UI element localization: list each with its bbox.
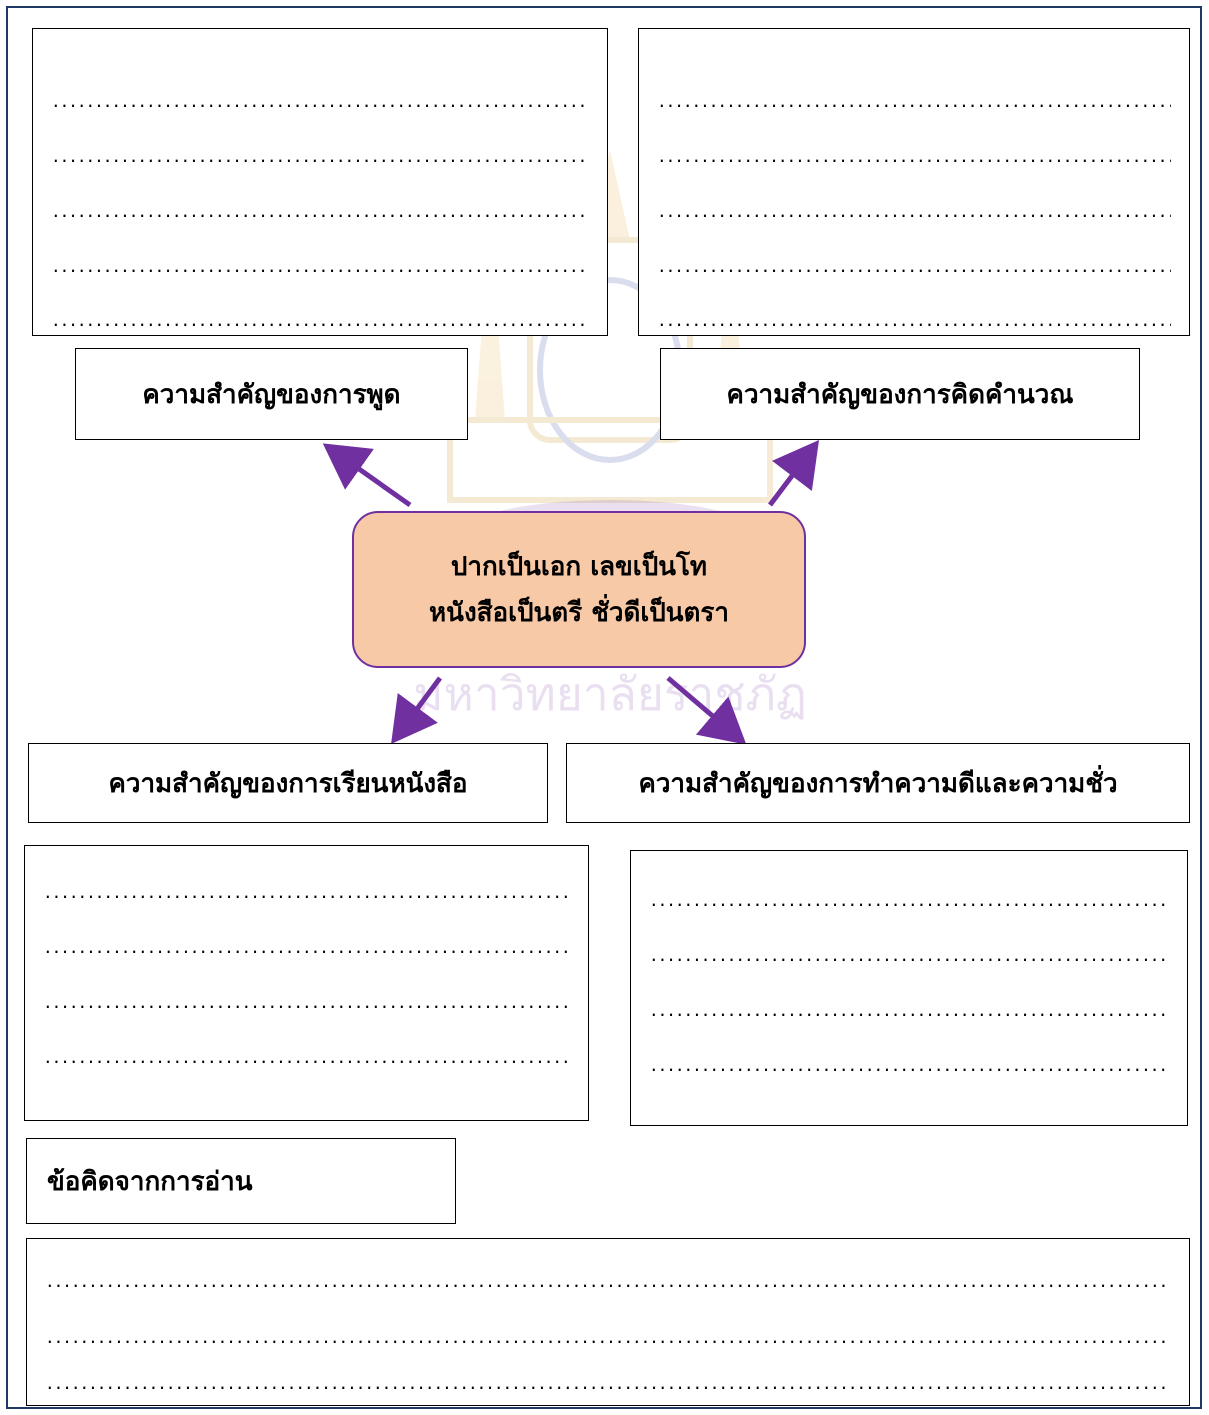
dotted-line[interactable]: ........................................… [43,1048,570,1067]
dotted-line[interactable]: ........................................… [43,938,570,957]
dotted-line[interactable]: ........................................… [51,92,589,111]
label-good-evil: ความสำคัญของการทำความดีและความชั่ว [566,743,1190,823]
arrow-to-good-evil [666,676,747,745]
dotted-line[interactable]: ........................................… [657,92,1171,111]
page-frame [6,6,1202,1409]
dotted-line[interactable]: ........................................… [43,993,570,1012]
proverb-line-1: ปากเป็นเอก เลขเป็นโท [450,551,708,582]
dotted-line[interactable]: ........................................… [45,1374,1171,1393]
dotted-line[interactable]: ........................................… [51,202,589,221]
arrow-to-speaking [322,443,412,508]
arrow-to-calculating [768,440,820,507]
label-reflection: ข้อคิดจากการอ่าน [26,1138,456,1224]
answer-box-studying[interactable]: ........................................… [24,845,589,1121]
answer-box-calculating[interactable]: ........................................… [638,28,1190,336]
dotted-line[interactable]: ........................................… [51,147,589,166]
proverb-center-box: ปากเป็นเอก เลขเป็นโท หนังสือเป็นตรี ชั่ว… [352,511,806,668]
dotted-line[interactable]: ........................................… [649,1056,1169,1075]
dotted-line[interactable]: ........................................… [649,891,1169,910]
label-calculating: ความสำคัญของการคิดคำนวณ [660,348,1140,440]
dotted-line[interactable]: ........................................… [51,257,589,276]
label-speaking: ความสำคัญของการพูด [75,348,468,440]
arrow-to-studying [391,676,443,745]
proverb-line-2: หนังสือเป็นตรี ชั่วดีเป็นตรา [429,597,729,628]
dotted-line[interactable]: ........................................… [657,257,1171,276]
answer-box-speaking[interactable]: ........................................… [32,28,608,336]
dotted-line[interactable]: ........................................… [657,147,1171,166]
dotted-line[interactable]: ........................................… [657,202,1171,221]
answer-box-good-evil[interactable]: ........................................… [630,850,1188,1126]
label-studying: ความสำคัญของการเรียนหนังสือ [28,743,548,823]
dotted-line[interactable]: ........................................… [43,883,570,902]
dotted-line[interactable]: ........................................… [45,1272,1171,1291]
dotted-line[interactable]: ........................................… [45,1328,1171,1347]
dotted-line[interactable]: ........................................… [649,1001,1169,1020]
answer-box-reflection[interactable]: ........................................… [26,1238,1190,1406]
dotted-line[interactable]: ........................................… [657,311,1171,330]
dotted-line[interactable]: ........................................… [51,311,589,330]
dotted-line[interactable]: ........................................… [649,946,1169,965]
